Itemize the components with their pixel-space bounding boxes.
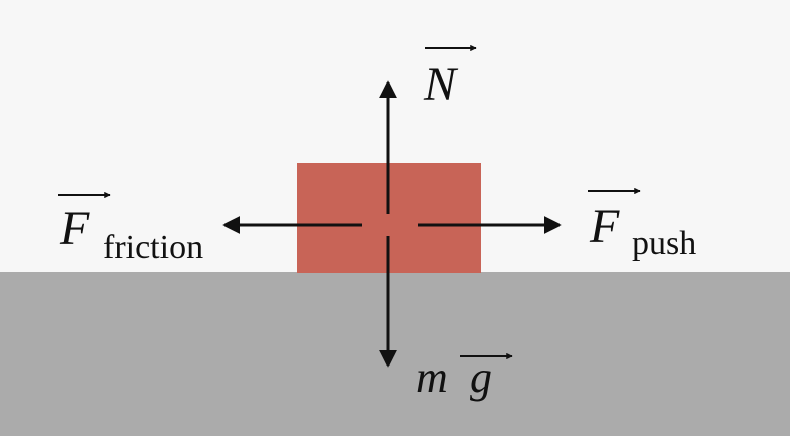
mass-symbol: m (416, 353, 448, 402)
ground (0, 272, 790, 436)
gravity-symbol: g (470, 353, 492, 402)
normal-force-label: N (423, 44, 477, 111)
push-force-symbol: F (589, 200, 620, 253)
friction-force-subscript: friction (103, 229, 203, 266)
friction-force-symbol: F (59, 202, 90, 255)
push-force-subscript: push (632, 225, 696, 262)
push-force-label: F push (588, 187, 696, 262)
gravity-force-label: m g (416, 352, 513, 402)
friction-force-label: F friction (58, 191, 203, 266)
normal-force-symbol: N (423, 58, 459, 111)
